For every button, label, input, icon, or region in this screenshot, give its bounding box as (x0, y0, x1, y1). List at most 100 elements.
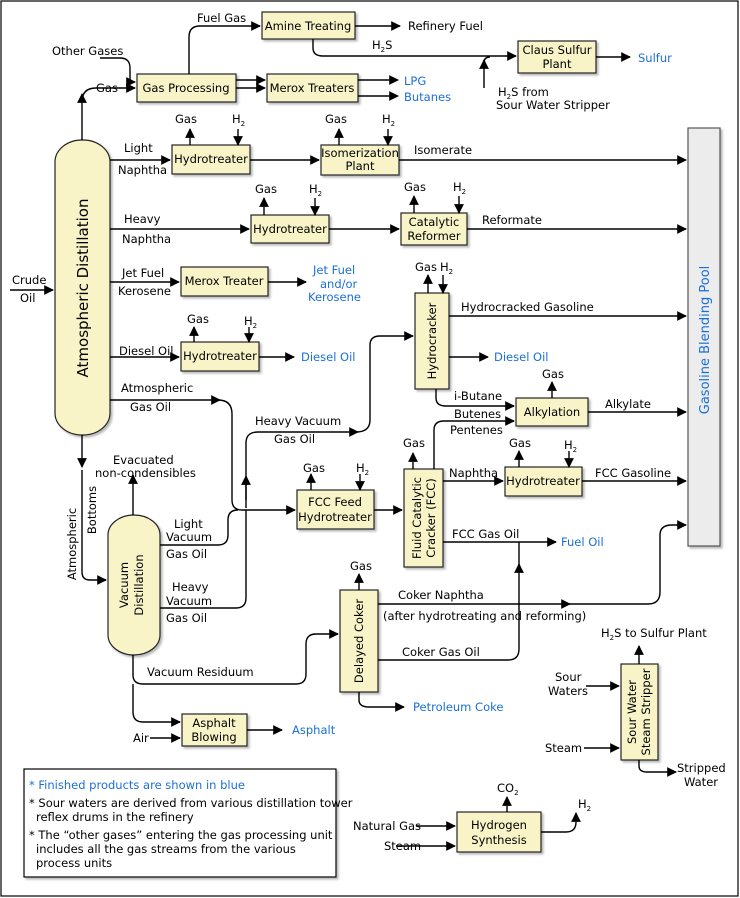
refinery-fuel-label: Refinery Fuel (408, 19, 483, 33)
air-label: Air (133, 731, 149, 745)
hydrotreater-fcc-naphtha-box: Hydrotreater (504, 466, 583, 497)
steam-stripper-label: Steam (545, 741, 582, 755)
hydrotreater-2-label: Hydrotreater (253, 222, 327, 236)
steam-hydrogen-label: Steam (384, 839, 421, 853)
pentenes-label: Pentenes (450, 423, 503, 437)
reformate-label: Reformate (482, 213, 542, 227)
hydrotreater-light-naphtha-box: Hydrotreater (171, 144, 251, 175)
heavy-naphtha-label: Naphtha (122, 232, 171, 246)
heavy-vacuum-label-1: Heavy (172, 580, 209, 594)
heavy-vacuum-gas-oil-label-1: Heavy Vacuum (255, 414, 341, 428)
note-other-gases-3: process units (36, 856, 112, 870)
delayed-coker-box: Delayed Coker (339, 589, 379, 693)
stream-labels: Fuel Gas Refinery Fuel H2S H2S from Sour… (12, 11, 726, 853)
fcc-feed-label-2: Hydrotreater (298, 510, 372, 524)
heavy-label: Heavy (124, 212, 161, 226)
h2-fccfeed-label: H2 (356, 461, 369, 477)
vacuum-label-1: Vacuum (117, 562, 131, 608)
h2-ht2-label: H2 (309, 182, 322, 198)
fcc-label-1: Fluid Catalytic (410, 477, 424, 559)
gas-hc-label: Gas (415, 260, 437, 274)
atm-bottoms-label-2: Bottoms (85, 486, 99, 534)
gasoline-blending-pool: Gasoline Blending Pool (687, 127, 721, 547)
hydrotreater-4-label: Hydrotreater (506, 474, 580, 488)
atm-gas-oil-label-1: Atmospheric (121, 381, 193, 395)
product-diesel-oil-hydrocracker: Diesel Oil (494, 350, 549, 364)
product-jet-fuel-2: and/or (320, 277, 358, 291)
atmospheric-distillation-label: Atmospheric Distillation (74, 199, 92, 378)
stripped-label: Stripped (677, 761, 726, 775)
sour-water-stripper-box: Sour Water Steam Stripper (620, 663, 659, 761)
flow-lines (10, 21, 687, 851)
asphalt-blowing-label-2: Blowing (191, 730, 236, 744)
notes-box: * Finished products are shown in blue * … (23, 768, 353, 878)
hydrogen-label-1: Hydrogen (471, 818, 527, 832)
gas-fccfeed-label: Gas (303, 461, 325, 475)
vacuum-label-2: Distillation (132, 554, 146, 615)
asphalt-blowing-box: Asphalt Blowing (181, 713, 248, 747)
product-petroleum-coke: Petroleum Coke (413, 700, 503, 714)
fcc-feed-hydrotreater-box: FCC Feed Hydrotreater (296, 489, 375, 530)
heavy-vacuum-label-3: Gas Oil (166, 611, 207, 625)
gas-ht4-label: Gas (509, 436, 531, 450)
alkylation-label: Alkylation (524, 405, 580, 419)
h2-ht3-label: H2 (244, 314, 257, 330)
sour-water-label-1: Sour Water (625, 680, 639, 744)
gas-reformer-label: Gas (404, 180, 426, 194)
isom-label-2: Plant (346, 159, 375, 173)
hydrotreater-heavy-naphtha-box: Hydrotreater (250, 214, 330, 244)
claus-label-1: Claus Sulfur (522, 43, 591, 57)
isomerate-label: Isomerate (414, 143, 472, 157)
gas-ht3-label: Gas (187, 312, 209, 326)
h2-ht4-label: H2 (564, 438, 577, 454)
product-sulfur: Sulfur (638, 51, 672, 65)
hydrotreater-1-label: Hydrotreater (174, 152, 248, 166)
light-naphtha-label: Naphtha (118, 163, 167, 177)
gas-fcc-label: Gas (403, 436, 425, 450)
crude-label: Crude (12, 273, 46, 287)
reformer-label-2: Reformer (407, 229, 460, 243)
claus-label-2: Plant (543, 57, 572, 71)
fcc-gas-oil-label: FCC Gas Oil (452, 527, 519, 541)
non-condensibles-label: non-condensibles (95, 466, 196, 480)
hydrogen-synthesis-box: Hydrogen Synthesis (456, 811, 542, 853)
gas-ht1-label: Gas (175, 112, 197, 126)
hydrotreater-3-label: Hydrotreater (183, 349, 257, 363)
merox-treaters-label: Merox Treaters (270, 81, 355, 95)
atm-gas-oil-label-2: Gas Oil (130, 400, 171, 414)
hydrocracked-gasoline-label: Hydrocracked Gasoline (461, 300, 594, 314)
coker-gas-oil-label: Coker Gas Oil (402, 645, 480, 659)
finished-products: Sulfur LPG Butanes Jet Fuel and/or Keros… (292, 51, 672, 737)
gas-processing-label: Gas Processing (142, 81, 229, 95)
merox-treaters-box: Merox Treaters (266, 73, 359, 103)
diesel-oil-in-label: Diesel Oil (119, 344, 174, 358)
product-jet-fuel-3: Kerosene (308, 290, 361, 304)
hydrotreater-diesel-box: Hydrotreater (180, 341, 260, 372)
fcc-feed-label-1: FCC Feed (308, 495, 362, 509)
gas-to-processing-label: Gas (96, 81, 118, 95)
product-lpg: LPG (404, 74, 426, 88)
note-sour-waters-1: * Sour waters are derived from various d… (29, 796, 353, 810)
gas-processing-box: Gas Processing (136, 73, 237, 103)
product-diesel-oil: Diesel Oil (301, 350, 356, 364)
sour-water-stripper-label: Sour Water Stripper (496, 98, 610, 112)
fuel-gas-label: Fuel Gas (197, 11, 246, 25)
atm-bottoms-label-1: Atmospheric (65, 508, 79, 580)
product-asphalt: Asphalt (292, 723, 336, 737)
h2s-to-sulfur-label: H2S to Sulfur Plant (601, 626, 707, 642)
alkylation-box: Alkylation (515, 397, 589, 427)
reformer-label-1: Catalytic (409, 215, 460, 229)
light-vacuum-label-2: Vacuum (166, 530, 212, 544)
gas-ht2-label: Gas (255, 182, 277, 196)
other-gases-label: Other Gases (52, 44, 123, 58)
light-vacuum-label-1: Light (174, 517, 203, 531)
product-fuel-oil: Fuel Oil (561, 535, 604, 549)
h2-isom-label: H2 (382, 112, 395, 128)
gas-isom-label: Gas (325, 112, 347, 126)
note-other-gases-1: * The “other gases” entering the gas pro… (29, 828, 333, 842)
light-vacuum-label-3: Gas Oil (166, 547, 207, 561)
after-hydrotreating-label: (after hydrotreating and reforming) (383, 609, 586, 623)
note-other-gases-2: includes all the gas streams from the va… (36, 842, 296, 856)
